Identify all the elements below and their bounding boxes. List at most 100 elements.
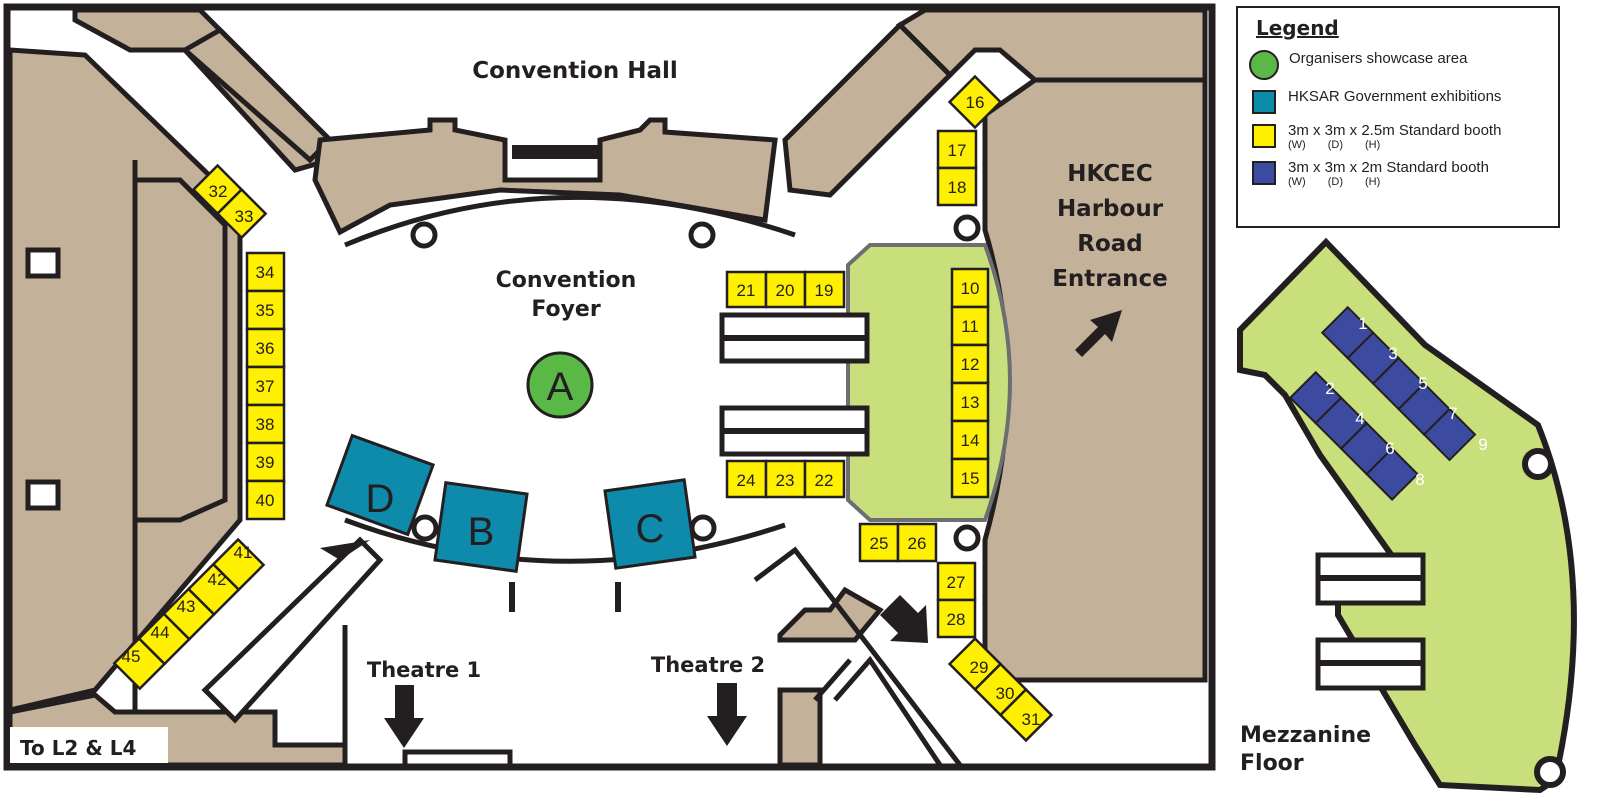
booth-40[interactable] — [245, 479, 286, 521]
booth-16[interactable]: 16 — [947, 74, 1003, 130]
booth-12-label: 12 — [961, 355, 980, 374]
zone-a-marker[interactable] — [526, 351, 594, 419]
booth-20[interactable] — [764, 270, 807, 309]
booth-12[interactable] — [950, 343, 990, 385]
booth-38[interactable] — [245, 403, 286, 445]
booth-38-label: 38 — [256, 415, 275, 434]
dim-w: (W) — [1288, 139, 1306, 151]
booth-20-label: 20 — [776, 281, 795, 300]
booth-27-label: 27 — [947, 573, 966, 592]
to-levels-box — [10, 727, 168, 763]
to-levels-label: To L2 & L4 — [20, 736, 136, 760]
booth-35[interactable] — [245, 289, 286, 331]
booth-group-25-28: 25 26 27 28 — [858, 522, 977, 639]
entrance-label-3: Road — [1077, 231, 1143, 257]
convention-hall-label: Convention Hall — [472, 58, 678, 84]
legend-title: Legend — [1256, 16, 1339, 40]
building-top-right — [782, 21, 954, 198]
booth-19[interactable] — [803, 270, 846, 309]
dim-d: (D) — [1327, 139, 1343, 151]
booth-24[interactable] — [725, 459, 768, 499]
legend-panel: Legend Organisers showcase area HKSAR Go… — [1236, 6, 1560, 228]
zone-a-label: A — [547, 365, 574, 409]
dim-h: (H) — [1365, 176, 1381, 188]
teal-square-icon — [1252, 90, 1276, 114]
legend-item-booth-25: 3m x 3m x 2.5m Standard booth (W) (D) (H… — [1252, 122, 1544, 151]
mezzanine-floor-area[interactable] — [1237, 237, 1577, 794]
booth-15[interactable] — [950, 457, 990, 499]
zone-c-label: C — [636, 507, 665, 551]
mezz-booth-6-label: 6 — [1385, 439, 1394, 458]
mezz-booth-7-label: 7 — [1448, 404, 1457, 423]
booth-10[interactable] — [950, 267, 990, 309]
booth-36[interactable] — [245, 327, 286, 369]
green-circle-icon — [1249, 50, 1279, 80]
entrance-label-2: Harbour — [1057, 196, 1164, 222]
booth-26[interactable] — [896, 522, 938, 563]
booth-28-label: 28 — [947, 610, 966, 629]
column — [1522, 448, 1554, 480]
booth-16-label: 16 — [966, 93, 985, 112]
arrow-down-right-icon — [880, 595, 928, 643]
booth-43-label: 43 — [177, 597, 196, 616]
column — [1534, 756, 1566, 788]
booth-11-label: 11 — [961, 317, 979, 336]
entrance-label-1: HKCEC — [1067, 161, 1153, 187]
convention-foyer-label-2: Foyer — [531, 297, 601, 322]
foyer-posts — [509, 582, 621, 612]
booth-23-label: 23 — [776, 471, 795, 490]
zone-b-label: B — [468, 510, 495, 554]
dim-w: (W) — [1288, 176, 1306, 188]
booth-16-box[interactable] — [947, 74, 1003, 130]
booth-14-label: 14 — [961, 431, 980, 450]
booth-22[interactable] — [803, 459, 846, 499]
zone-b-booth[interactable] — [433, 480, 529, 574]
legend-item-government: HKSAR Government exhibitions — [1252, 88, 1544, 114]
arrow-theatre-1-icon — [384, 685, 424, 748]
zone-c-booth[interactable] — [603, 478, 697, 570]
mezzanine-label-1: Mezzanine — [1240, 723, 1371, 748]
booth-18[interactable] — [936, 166, 978, 207]
booth-25-label: 25 — [870, 534, 889, 553]
mezz-booth-8[interactable] — [1365, 447, 1419, 501]
pillar-left-1 — [25, 247, 61, 279]
booth-18-label: 18 — [948, 178, 967, 197]
arrow-theatre-2-icon — [707, 683, 747, 746]
booth-34[interactable] — [245, 251, 286, 293]
mezz-booth-9[interactable] — [1422, 407, 1477, 462]
legend-item-label: 3m x 3m x 2m Standard booth — [1288, 159, 1489, 176]
building-top-right-2 — [895, 7, 1208, 83]
booth-19-label: 19 — [815, 281, 834, 300]
mezz-booth-8-label: 8 — [1415, 470, 1424, 489]
booth-41[interactable] — [211, 537, 266, 592]
booth-17-label: 17 — [948, 141, 967, 160]
entrance-label-4: Entrance — [1052, 266, 1168, 292]
mezz-booth-2-label: 2 — [1325, 379, 1334, 398]
booth-33[interactable] — [215, 187, 268, 240]
pillar-left-2 — [25, 479, 61, 511]
stair-lines — [753, 546, 962, 767]
legend-item-label: 3m x 3m x 2.5m Standard booth — [1288, 122, 1502, 139]
legend-item-booth-2: 3m x 3m x 2m Standard booth (W) (D) (H) — [1252, 159, 1544, 188]
mezz-booth-3-label: 3 — [1388, 344, 1397, 363]
stair-marker — [320, 540, 370, 560]
booth-31[interactable] — [998, 687, 1054, 743]
booth-34-label: 34 — [256, 263, 275, 282]
convention-hall-door — [512, 145, 600, 159]
booth-group-10-15: 10 11 12 13 14 15 — [950, 267, 990, 499]
booth-17[interactable] — [936, 129, 978, 170]
arrow-entrance-icon — [1075, 310, 1122, 357]
booth-33-label: 33 — [235, 207, 254, 226]
booth-37[interactable] — [245, 365, 286, 407]
mezz-booth-row-odd — [1320, 305, 1477, 462]
booth-36-label: 36 — [256, 339, 275, 358]
booth-group-19-21: 21 20 19 — [725, 270, 846, 309]
theatre-2-label: Theatre 2 — [651, 653, 765, 677]
booth-28[interactable] — [936, 598, 977, 639]
yellow-square-icon — [1252, 124, 1276, 148]
legend-item-label: HKSAR Government exhibitions — [1288, 88, 1502, 105]
booth-29-label: 29 — [970, 658, 989, 677]
legend-item-dimensions: (W) (D) (H) — [1288, 139, 1501, 151]
building-left-inner — [132, 160, 228, 720]
zone-d-booth[interactable] — [325, 433, 435, 537]
